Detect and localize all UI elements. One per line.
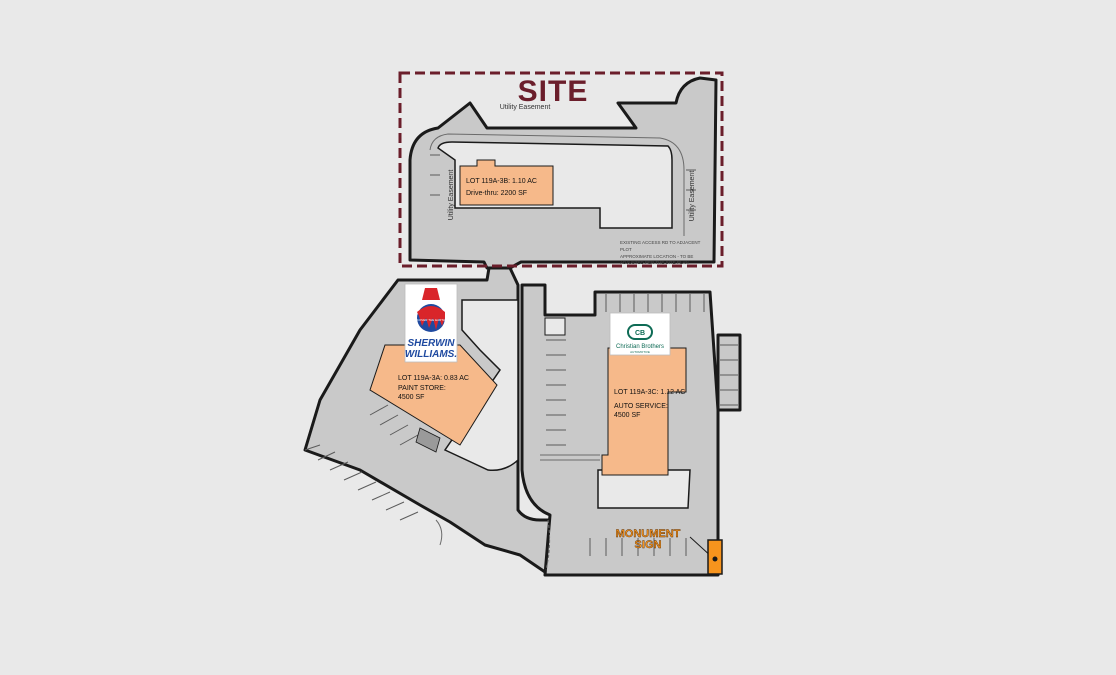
lot-3c-line3: 4500 SF [614,412,640,419]
parking-stripes [304,154,738,556]
curb-details [429,133,685,571]
sherwin-line2: WILLIAMS. [405,349,457,360]
lot-3a-line1: LOT 119A-3A: 0.83 AC [398,375,469,382]
lot-3b-line2: Drive-thru: 2200 SF [466,190,527,197]
cb-sub: AUTOMOTIVE [630,350,650,354]
cb-mark: CB [635,330,645,337]
access-note-line2: PLOT [620,247,632,252]
building-lot-3b: LOT 119A-3B: 1.10 AC Drive-thru: 2200 SF [459,159,554,206]
paint-can-icon [422,288,440,300]
lot-3c-line1: LOT 119A-3C: 1.12 AC [614,389,685,396]
lot-3a-line3: 4500 SF [398,394,424,401]
sherwin-williams-logo: COVER THE EARTH SHERWIN WILLIAMS. [404,283,458,363]
site-boundary [398,71,724,268]
sherwin-line1: SHERWIN [407,338,455,349]
cb-emblem-icon [627,324,653,340]
site-inner-island [437,141,673,229]
monument-line2: SIGN [635,539,662,551]
access-note-line4: ADJUSTED PER THE SITE PLAN [620,260,689,265]
paint-drip-icon [417,306,445,330]
easement-label-top: Utility Easement [500,104,551,111]
lot-3c-line2: AUTO SERVICE: [614,403,668,410]
christian-brothers-logo: CB Christian Brothers AUTOMOTIVE [609,312,671,356]
easement-label-left: Utility Easement [448,170,455,221]
building-lot-3c: LOT 119A-3C: 1.12 AC AUTO SERVICE: 4500 … [601,347,687,476]
access-note-line1: EXISTING ACCESS RD TO ADJACENT [620,240,701,245]
site-title: SITE [518,75,589,108]
access-note: EXISTING ACCESS RD TO ADJACENT PLOT APPR… [620,240,701,265]
building-lot-3a: LOT 119A-3A: 0.83 AC PAINT STORE: 4500 S… [369,344,498,453]
auto-service-island [597,469,691,509]
globe-text: COVER THE EARTH [417,318,445,322]
easement-label-right: Utility Easement [689,171,696,222]
monument-line1: MONUMENT [616,528,681,540]
lot-3b-line1: LOT 119A-3B: 1.10 AC [466,178,537,185]
access-note-line3: APPROXIMATE LOCATION - TO BE [620,254,693,259]
lot-3a-line2: PAINT STORE: [398,385,446,392]
monument-sign: MONUMENT SIGN [615,528,723,575]
cb-name: Christian Brothers [616,344,664,350]
